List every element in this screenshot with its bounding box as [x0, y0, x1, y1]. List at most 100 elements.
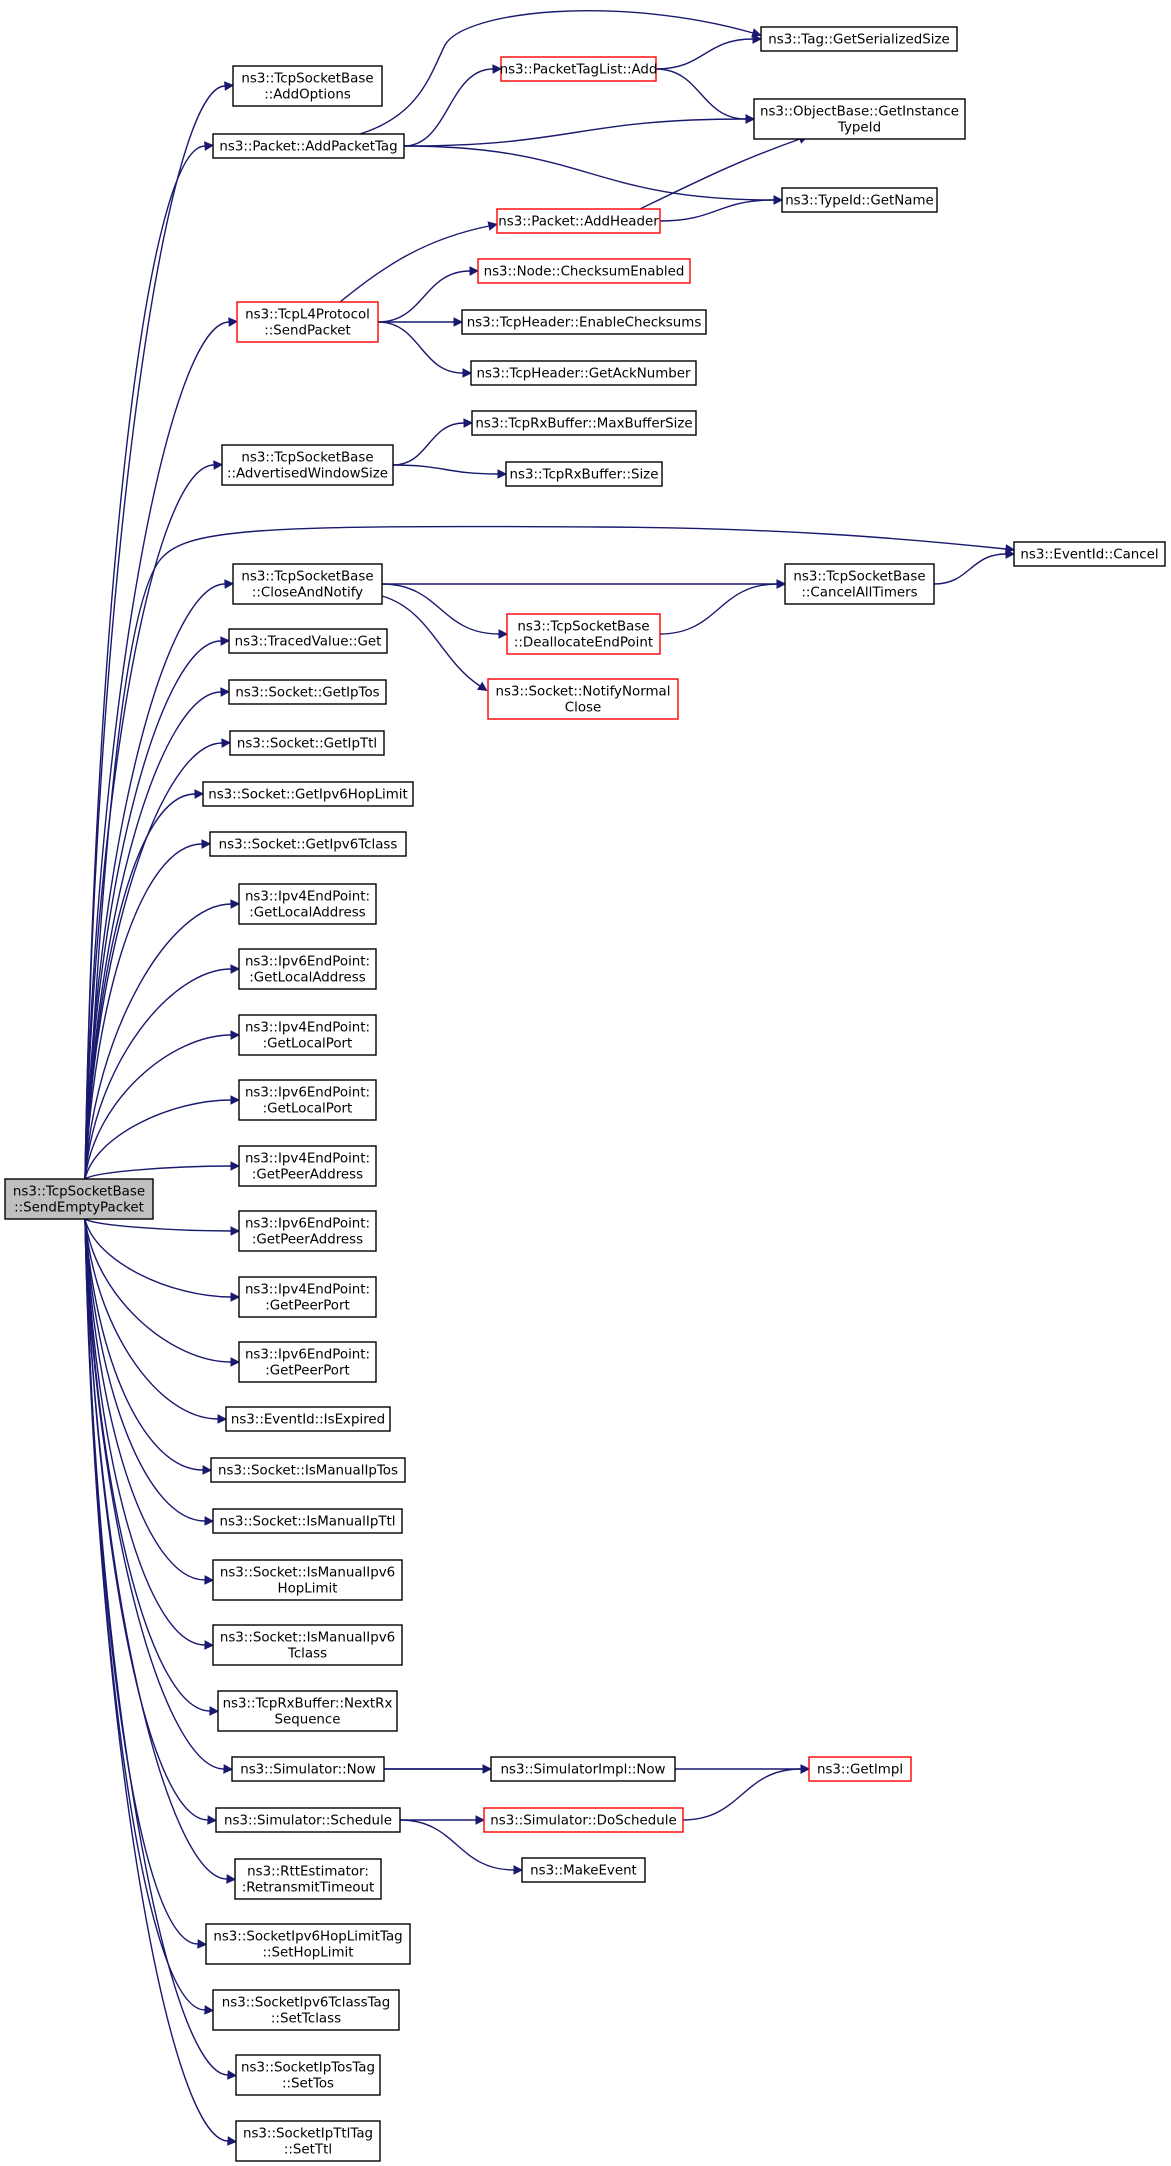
node-cancel-all-timers[interactable]: ns3::TcpSocketBase::CancelAllTimers	[784, 563, 935, 605]
node-box[interactable]	[487, 678, 679, 720]
node-box[interactable]	[238, 1014, 377, 1056]
node-box[interactable]	[521, 1857, 646, 1883]
node-ipv6-hop-limit-tag-set-hop-limit[interactable]: ns3::SocketIpv6HopLimitTag::SetHopLimit	[205, 1923, 411, 1965]
node-box[interactable]	[784, 563, 935, 605]
node-ip-tos-tag-set-tos[interactable]: ns3::SocketIpTosTag::SetTos	[235, 2054, 381, 2096]
node-box[interactable]	[232, 65, 383, 107]
node-tag-get-serialized-size[interactable]: ns3::Tag::GetSerializedSize	[760, 26, 958, 52]
node-socket-get-ip-ttl[interactable]: ns3::Socket::GetIpTtl	[229, 730, 385, 756]
node-box[interactable]	[202, 781, 414, 807]
node-box[interactable]	[212, 1624, 403, 1666]
node-box[interactable]	[471, 410, 697, 436]
node-box[interactable]	[238, 883, 377, 925]
node-box[interactable]	[212, 133, 405, 159]
node-box[interactable]	[238, 1276, 377, 1318]
node-close-and-notify[interactable]: ns3::TcpSocketBase::CloseAndNotify	[232, 563, 383, 605]
node-box[interactable]	[483, 1807, 684, 1833]
node-box[interactable]	[229, 730, 385, 756]
node-ipv4-end-point-get-peer-address[interactable]: ns3::Ipv4EndPoint::GetPeerAddress	[238, 1145, 377, 1187]
node-ipv4-end-point-get-local-address[interactable]: ns3::Ipv4EndPoint::GetLocalAddress	[238, 883, 377, 925]
node-box[interactable]	[781, 187, 938, 213]
node-simulator-do-schedule[interactable]: ns3::Simulator::DoSchedule	[483, 1807, 684, 1833]
node-box[interactable]	[753, 98, 966, 140]
node-ipv6-end-point-get-peer-port[interactable]: ns3::Ipv6EndPoint::GetPeerPort	[238, 1341, 377, 1383]
node-rx-buffer-size[interactable]: ns3::TcpRxBuffer::Size	[505, 461, 663, 487]
node-advertised-window-size[interactable]: ns3::TcpSocketBase::AdvertisedWindowSize	[221, 444, 394, 486]
node-box[interactable]	[215, 1807, 401, 1833]
node-tcp-header-get-ack-number[interactable]: ns3::TcpHeader::GetAckNumber	[470, 360, 697, 386]
node-box[interactable]	[221, 444, 394, 486]
node-box[interactable]	[210, 1457, 406, 1483]
node-box[interactable]	[500, 56, 657, 82]
node-box[interactable]	[470, 360, 697, 386]
node-socket-is-manual-ip-ttl[interactable]: ns3::Socket::IsManualIpTtl	[212, 1508, 403, 1534]
node-socket-get-ip-tos[interactable]: ns3::Socket::GetIpTos	[228, 679, 387, 705]
node-event-id-is-expired[interactable]: ns3::EventId::IsExpired	[225, 1406, 391, 1432]
node-box[interactable]	[505, 461, 663, 487]
node-box[interactable]	[238, 1210, 377, 1252]
node-box[interactable]	[225, 1406, 391, 1432]
node-deallocate-end-point[interactable]: ns3::TcpSocketBase::DeallocateEndPoint	[506, 613, 661, 655]
node-simulator-now[interactable]: ns3::Simulator::Now	[231, 1756, 385, 1782]
node-tcp-header-enable-checksums[interactable]: ns3::TcpHeader::EnableChecksums	[461, 309, 707, 335]
node-box[interactable]	[238, 1145, 377, 1187]
node-box[interactable]	[235, 2054, 381, 2096]
node-box[interactable]	[232, 563, 383, 605]
node-ipv6-tclass-tag-set-tclass[interactable]: ns3::SocketIpv6TclassTag::SetTclass	[212, 1989, 400, 2031]
node-box[interactable]	[234, 1858, 382, 1900]
node-box[interactable]	[217, 1690, 398, 1732]
node-send-empty-packet[interactable]: ns3::TcpSocketBase::SendEmptyPacket	[4, 1178, 154, 1220]
node-get-impl[interactable]: ns3::GetImpl	[808, 1756, 912, 1782]
node-box[interactable]	[228, 628, 388, 654]
node-make-event[interactable]: ns3::MakeEvent	[521, 1857, 646, 1883]
node-box[interactable]	[236, 301, 379, 343]
node-ipv4-end-point-get-local-port[interactable]: ns3::Ipv4EndPoint::GetLocalPort	[238, 1014, 377, 1056]
node-ipv6-end-point-get-local-address[interactable]: ns3::Ipv6EndPoint::GetLocalAddress	[238, 948, 377, 990]
node-ipv6-end-point-get-local-port[interactable]: ns3::Ipv6EndPoint::GetLocalPort	[238, 1079, 377, 1121]
node-box[interactable]	[238, 948, 377, 990]
node-box[interactable]	[4, 1178, 154, 1220]
node-socket-get-ipv6-tclass[interactable]: ns3::Socket::GetIpv6Tclass	[209, 831, 407, 857]
node-box[interactable]	[238, 1079, 377, 1121]
node-socket-get-ipv6-hop-limit[interactable]: ns3::Socket::GetIpv6HopLimit	[202, 781, 414, 807]
node-box[interactable]	[477, 258, 691, 284]
node-box[interactable]	[235, 2120, 381, 2162]
node-box[interactable]	[205, 1923, 411, 1965]
node-box[interactable]	[212, 1989, 400, 2031]
node-simulator-schedule[interactable]: ns3::Simulator::Schedule	[215, 1807, 401, 1833]
node-box[interactable]	[228, 679, 387, 705]
node-traced-value-get[interactable]: ns3::TracedValue::Get	[228, 628, 388, 654]
node-box[interactable]	[1013, 541, 1166, 567]
node-packet-add-packet-tag[interactable]: ns3::Packet::AddPacketTag	[212, 133, 405, 159]
node-box[interactable]	[490, 1756, 676, 1782]
node-ipv4-end-point-get-peer-port[interactable]: ns3::Ipv4EndPoint::GetPeerPort	[238, 1276, 377, 1318]
node-box[interactable]	[209, 831, 407, 857]
node-event-id-cancel[interactable]: ns3::EventId::Cancel	[1013, 541, 1166, 567]
node-packet-tag-list-add[interactable]: ns3::PacketTagList::Add	[500, 56, 658, 82]
node-box[interactable]	[461, 309, 707, 335]
node-packet-add-header[interactable]: ns3::Packet::AddHeader	[496, 208, 661, 234]
node-node-checksum-enabled[interactable]: ns3::Node::ChecksumEnabled	[477, 258, 691, 284]
node-type-id-get-name[interactable]: ns3::TypeId::GetName	[781, 187, 938, 213]
node-box[interactable]	[238, 1341, 377, 1383]
node-box[interactable]	[760, 26, 958, 52]
node-ipv6-end-point-get-peer-address[interactable]: ns3::Ipv6EndPoint::GetPeerAddress	[238, 1210, 377, 1252]
node-socket-is-manual-ip-tos[interactable]: ns3::Socket::IsManualIpTos	[210, 1457, 406, 1483]
node-rx-buffer-max-buffer-size[interactable]: ns3::TcpRxBuffer::MaxBufferSize	[471, 410, 697, 436]
node-box[interactable]	[212, 1508, 403, 1534]
node-box[interactable]	[496, 208, 661, 234]
node-rtt-estimator-retransmit-timeout[interactable]: ns3::RttEstimator::RetransmitTimeout	[234, 1858, 382, 1900]
node-tcp-l4-send-packet[interactable]: ns3::TcpL4Protocol::SendPacket	[236, 301, 379, 343]
node-box[interactable]	[506, 613, 661, 655]
node-ip-ttl-tag-set-ttl[interactable]: ns3::SocketIpTtlTag::SetTtl	[235, 2120, 381, 2162]
node-box[interactable]	[808, 1756, 912, 1782]
node-add-options[interactable]: ns3::TcpSocketBase::AddOptions	[232, 65, 383, 107]
node-simulator-impl-now[interactable]: ns3::SimulatorImpl::Now	[490, 1756, 676, 1782]
node-box[interactable]	[231, 1756, 385, 1782]
node-box[interactable]	[212, 1559, 403, 1601]
